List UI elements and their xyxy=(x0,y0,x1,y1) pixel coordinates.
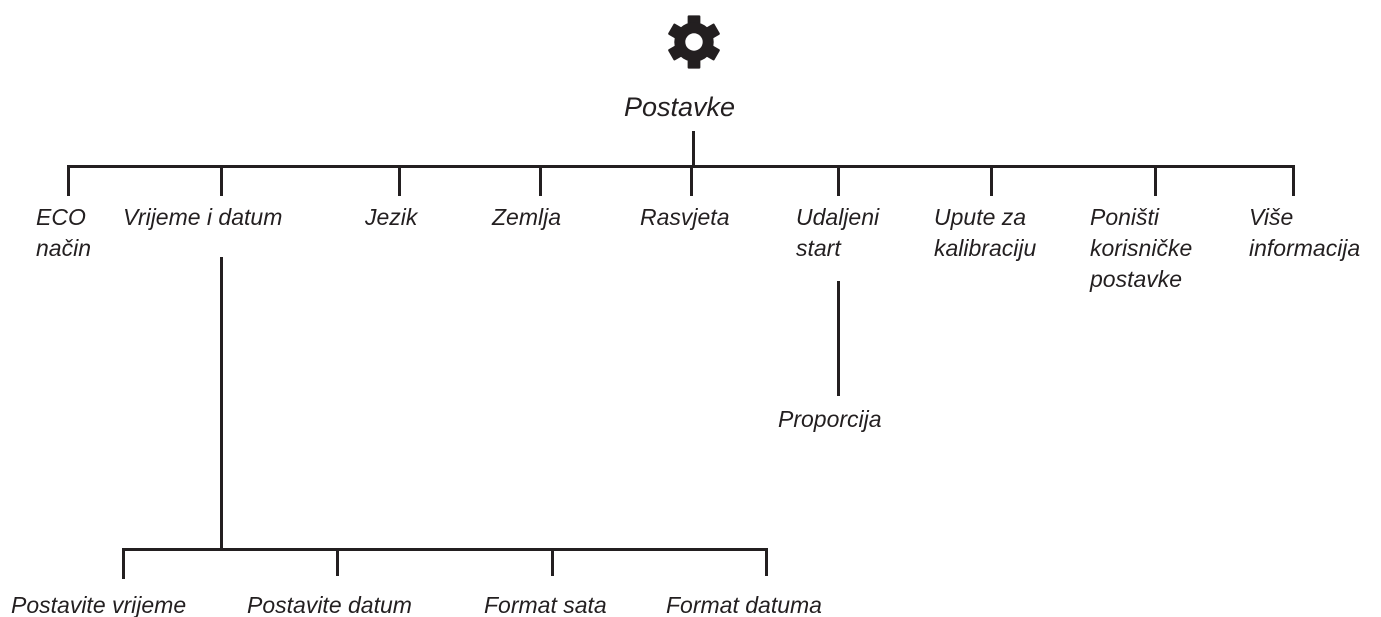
branch-line-lighting xyxy=(690,165,693,196)
node-eco-mode-line2: način xyxy=(36,235,91,261)
branch-line-time-date xyxy=(220,165,223,196)
node-language-line1: Jezik xyxy=(365,204,418,230)
time-date-connector xyxy=(220,257,223,550)
branch-line-reset xyxy=(1154,165,1157,196)
node-reset-user-settings[interactable]: Poništi korisničke postavke xyxy=(1090,202,1192,295)
remote-start-connector xyxy=(837,281,840,396)
node-reset-line1: Poništi xyxy=(1090,204,1160,230)
branch-line-eco-mode xyxy=(67,165,70,196)
branch-line-more-info xyxy=(1292,165,1295,196)
node-remote-start-line1: Udaljeni xyxy=(796,204,880,230)
node-hour-format[interactable]: Format sata xyxy=(484,592,607,617)
branch-line-remote-start xyxy=(837,165,840,196)
gear-icon xyxy=(668,15,720,69)
time-date-bus xyxy=(122,548,768,551)
node-set-time[interactable]: Postavite vrijeme xyxy=(11,592,187,617)
node-reset-line3: postavke xyxy=(1090,266,1183,292)
node-set-date[interactable]: Postavite datum xyxy=(247,592,412,617)
node-calibration-line2: kalibraciju xyxy=(934,235,1037,261)
node-more-info[interactable]: Više informacija xyxy=(1249,202,1360,264)
branch-line-set-time xyxy=(122,548,125,579)
node-reset-line2: korisničke xyxy=(1090,235,1193,261)
branch-line-hour-format xyxy=(551,548,554,576)
branch-line-calibration xyxy=(990,165,993,196)
node-remote-start[interactable]: Udaljeni start xyxy=(796,202,879,264)
node-lighting-line1: Rasvjeta xyxy=(640,204,730,230)
node-remote-start-line2: start xyxy=(796,235,841,261)
node-calibration-line1: Upute za xyxy=(934,204,1027,230)
branch-line-language xyxy=(398,165,401,196)
node-more-info-line2: informacija xyxy=(1249,235,1361,261)
root-connector xyxy=(692,131,695,167)
node-lighting[interactable]: Rasvjeta xyxy=(640,202,729,233)
root-label: Postavke xyxy=(624,92,736,122)
node-language[interactable]: Jezik xyxy=(365,202,417,233)
node-country-line1: Zemlja xyxy=(492,204,562,230)
branch-line-set-date xyxy=(336,548,339,576)
node-proportion[interactable]: Proporcija xyxy=(778,406,882,432)
node-calibration[interactable]: Upute za kalibraciju xyxy=(934,202,1036,264)
node-time-date-line1: Vrijeme i datum xyxy=(123,204,283,230)
node-eco-mode[interactable]: ECO način xyxy=(36,202,91,264)
node-more-info-line1: Više xyxy=(1249,204,1294,230)
node-eco-mode-line1: ECO xyxy=(36,204,86,230)
node-date-format[interactable]: Format datuma xyxy=(666,592,822,617)
node-country[interactable]: Zemlja xyxy=(492,202,561,233)
branch-line-date-format xyxy=(765,548,768,576)
node-time-date[interactable]: Vrijeme i datum xyxy=(123,202,282,233)
level1-bus xyxy=(67,165,1295,168)
branch-line-country xyxy=(539,165,542,196)
